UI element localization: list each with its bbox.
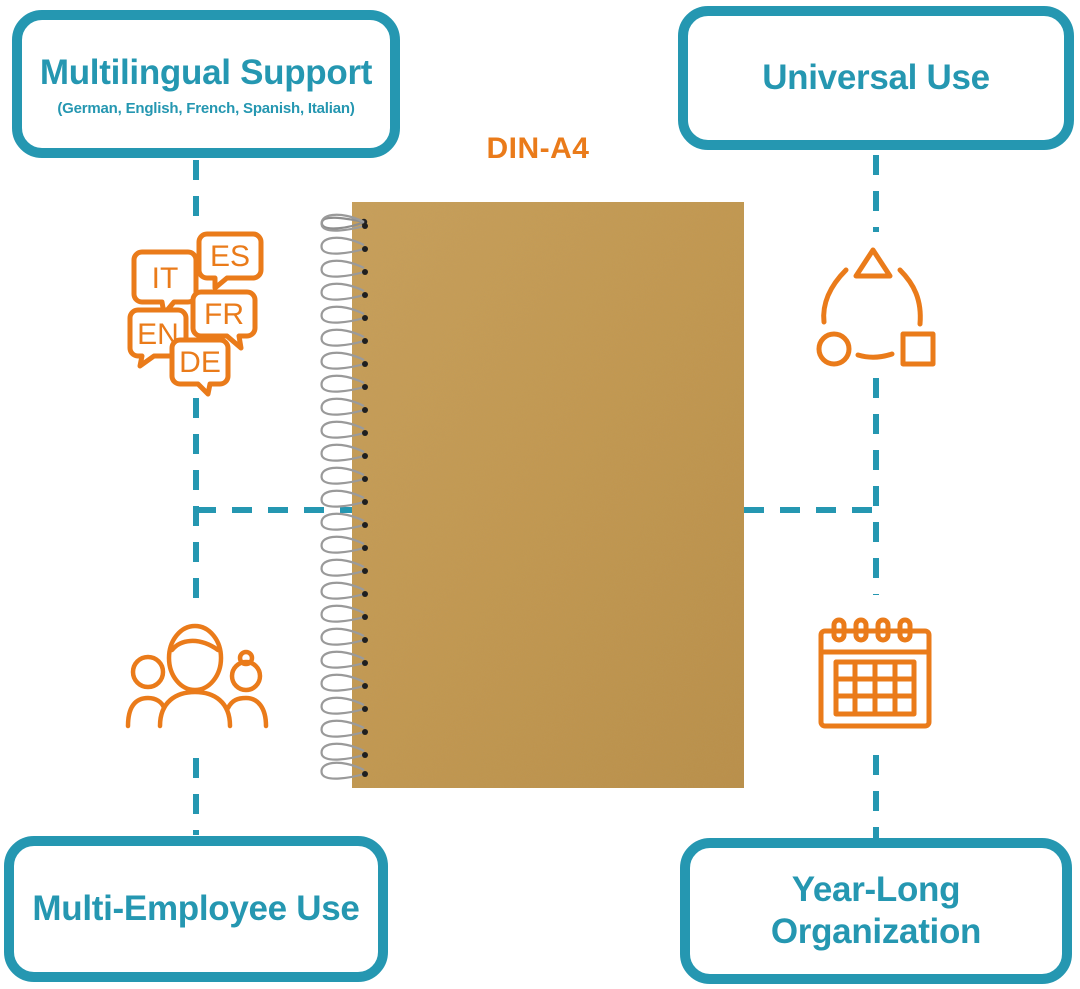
calendar-icon xyxy=(818,617,932,729)
bubble-label-en: EN xyxy=(137,318,179,351)
multi-employee-use-title: Multi-Employee Use xyxy=(32,889,360,928)
bubble-label-it: IT xyxy=(152,262,179,295)
bubble-label-es: ES xyxy=(210,240,250,273)
shapes-cycle-icon xyxy=(816,247,936,367)
universal-use-box: Universal Use xyxy=(678,6,1074,150)
multi-employee-use-box: Multi-Employee Use xyxy=(4,836,388,982)
multilingual-support-title: Multilingual Support xyxy=(39,52,373,92)
people-group-icon xyxy=(125,623,269,729)
year-long-organization-box: Year-Long Organization xyxy=(680,838,1072,984)
multilingual-support-box: Multilingual Support (German, English, F… xyxy=(12,10,400,158)
language-bubbles-icon xyxy=(127,231,264,397)
notebook-size-label: DIN-A4 xyxy=(486,132,590,165)
multilingual-support-languages: (German, English, French, Spanish, Itali… xyxy=(57,99,355,117)
year-long-organization-title: Year-Long Organization xyxy=(770,870,982,951)
spiral-notebook xyxy=(320,202,744,788)
bubble-label-de: DE xyxy=(179,346,221,379)
bubble-label-fr: FR xyxy=(204,298,244,331)
universal-use-title: Universal Use xyxy=(762,58,990,97)
